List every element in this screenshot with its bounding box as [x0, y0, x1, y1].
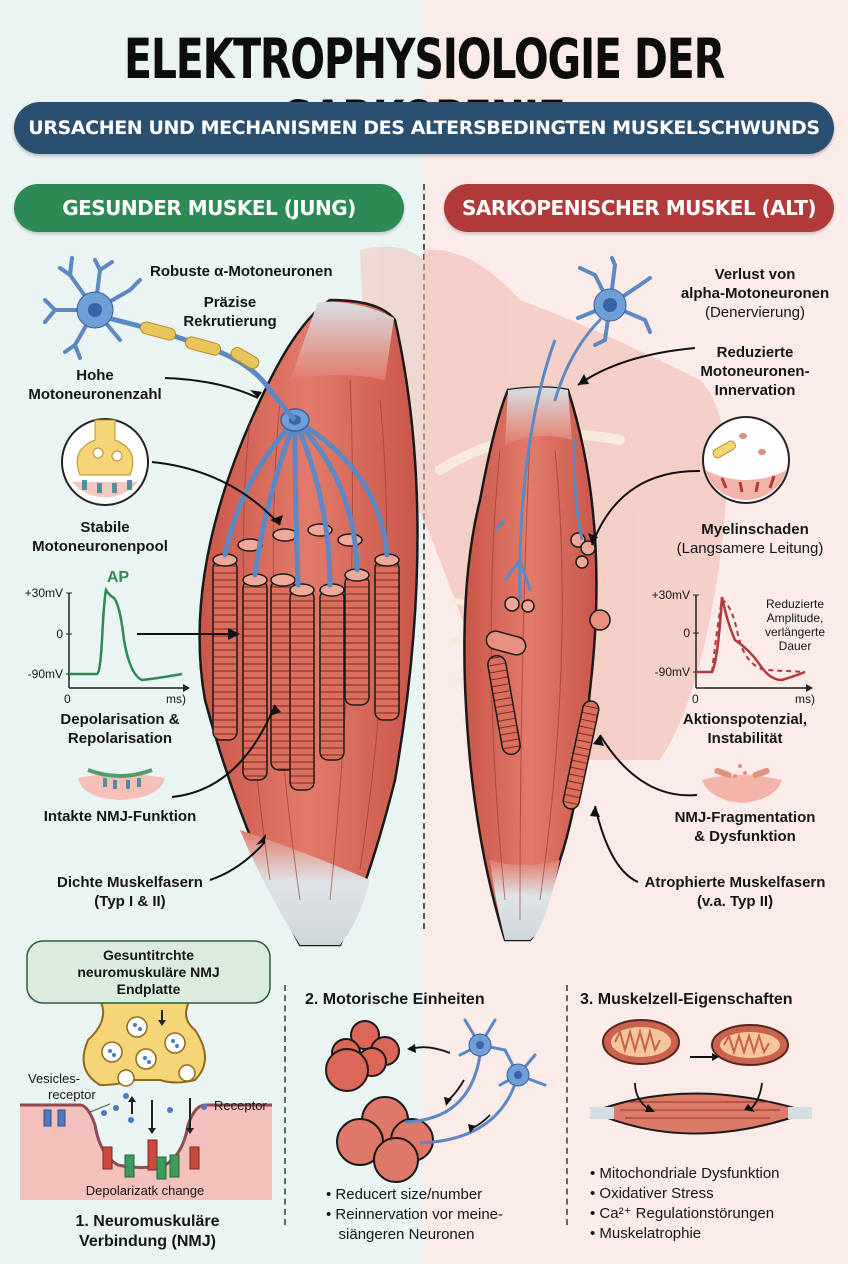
healthy-heading: GESUNDER MUSKEL (JUNG): [14, 184, 404, 232]
sarcopenic-muscle-icon: [463, 339, 611, 942]
label-reduced-3: Innervation: [714, 382, 796, 399]
label-intact-nmj: Intakte NMJ-Funktion: [43, 808, 197, 825]
muscle-cell-bullets: Mitochondriale Dysfunktion Oxidativer St…: [590, 1164, 840, 1244]
label-atrophy-2: (v.a. Typ II): [696, 893, 774, 910]
sarcopenic-ap-chart: [693, 594, 813, 692]
ap-note-2: Amplitude,: [766, 611, 824, 625]
label-myelin-1: Myelinschaden: [701, 521, 809, 538]
nmj-box-line-2: neuromuskuläre NMJ: [77, 964, 220, 980]
synapse-detail-icon: [61, 418, 149, 506]
label-loss-3: (Denervierung): [704, 304, 806, 321]
nmj-box-line-3: Endplatte: [116, 981, 181, 997]
sarcopenic-ap-y-bottom: -90mV: [654, 665, 690, 679]
muscle-cell-bullet: Mitochondriale Dysfunktion: [590, 1164, 840, 1184]
healthy-neuron-icon: [43, 256, 297, 422]
label-reduced-2: Motoneuronen-: [700, 363, 810, 380]
label-nmj-fragmentation-2: & Dysfunktion: [694, 828, 796, 845]
nmj-panel-title-2: Verbindung (NMJ): [79, 1233, 216, 1250]
motor-units-bullet: Reinnervation vor meine-: [326, 1205, 561, 1225]
label-dense-fibers-1: Dichte Muskelfasern: [57, 874, 203, 891]
label-reduced-1: Reduzierte: [716, 344, 794, 361]
motor-units-bullet: siängeren Neuronen: [338, 1226, 475, 1243]
intact-nmj-icon: [78, 768, 165, 800]
healthy-ap-x-start: 0: [64, 692, 71, 706]
sarcopenic-ap-y-top: +30mV: [651, 588, 690, 602]
panel-divider-1: [284, 985, 286, 1225]
nmj-depol-label: Depolarizatk change: [85, 1183, 205, 1198]
ap-note-3: verlängerte: [764, 625, 826, 639]
label-high-count-1: Hohe: [76, 367, 114, 384]
sarcopenic-neuron-icon: [553, 256, 652, 402]
nmj-panel-title-1: 1. Neuromuskuläre: [75, 1213, 220, 1230]
nmj-box-line-1: Gesuntitrchte: [102, 947, 194, 963]
motor-units-bullets: Reducert size/number Reinnervation vor m…: [326, 1185, 561, 1245]
label-atrophy-1: Atrophierte Muskelfasern: [644, 874, 826, 891]
label-ap-instability-1: Aktionspotenzial,: [682, 711, 808, 728]
healthy-ap-y-top: +30mV: [24, 586, 63, 600]
subtitle-banner: URSACHEN UND MECHANISMEN DES ALTERSBEDIN…: [14, 102, 834, 154]
label-high-count-2: Motoneuronenzahl: [28, 386, 162, 403]
label-precise-recruitment-2: Rekrutierung: [183, 313, 277, 330]
label-ap-instability-2: Instabilität: [707, 730, 783, 747]
label-nmj-fragmentation-1: NMJ-Fragmentation: [674, 809, 816, 826]
fragmented-nmj-icon: [702, 764, 782, 803]
motor-units-bullet: Reducert size/number: [326, 1185, 561, 1205]
panel-divider-2: [566, 985, 568, 1225]
label-stable-pool-2: Motoneuronenpool: [32, 538, 168, 555]
healthy-ap-y-mid: 0: [56, 627, 63, 641]
motor-units-title: 2. Motorische Einheiten: [305, 991, 485, 1008]
muscle-cell-bullet: Ca²⁺ Regulationstörungen: [590, 1204, 840, 1224]
label-loss-1: Verlust von: [714, 266, 796, 283]
muscle-fiber-icon: [590, 1092, 812, 1135]
ap-note-4: Dauer: [778, 639, 812, 653]
label-depol-2: Repolarisation: [67, 730, 173, 747]
sarcopenic-ap-x-end: ms): [795, 692, 815, 706]
healthy-ap-chart: [66, 586, 240, 692]
motor-units-illustration: [325, 1018, 547, 1183]
healthy-ap-y-bottom: -90mV: [27, 667, 63, 681]
sarcopenic-ap-x-start: 0: [692, 692, 699, 706]
nmj-panel-illustration: [20, 999, 272, 1200]
nmj-receptor-label: Receptor: [214, 1098, 267, 1113]
muscle-cell-title: 3. Muskelzell-Eigenschaften: [580, 991, 793, 1008]
ap-note-1: Reduzierte: [765, 597, 825, 611]
healthy-muscle-icon: [198, 298, 419, 947]
muscle-cell-illustration: [590, 1019, 812, 1135]
nmj-vesicles-label-1: Vesicles-: [28, 1071, 81, 1086]
label-robust-neurons: Robuste α-Motoneuronen: [150, 263, 333, 280]
label-loss-2: alpha-Motoneuronen: [680, 285, 830, 302]
sarcopenic-ap-trace: [696, 596, 806, 682]
sarcopenic-heading: SARKOPENISCHER MUSKEL (ALT): [444, 184, 834, 232]
sarcopenic-ap-y-mid: 0: [683, 626, 690, 640]
label-stable-pool-1: Stabile: [80, 519, 130, 536]
healthy-ap-trace: [69, 586, 183, 682]
label-depol-1: Depolarisation &: [60, 711, 180, 728]
muscle-cell-bullet: Muskelatrophie: [590, 1224, 840, 1244]
myelin-damage-icon: [702, 416, 790, 504]
muscle-cell-bullet: Oxidativer Stress: [590, 1184, 840, 1204]
label-myelin-2: (Langsamere Leitung): [676, 540, 824, 557]
center-divider: [423, 184, 425, 929]
ap-peak-label: AP: [106, 569, 130, 586]
label-dense-fibers-2: (Typ I & II): [94, 893, 166, 910]
nmj-label-box: [26, 940, 271, 1004]
label-precise-recruitment-1: Präzise: [203, 294, 257, 311]
nmj-vesicles-label-2: receptor: [48, 1087, 96, 1102]
healthy-ap-x-end: ms): [166, 692, 186, 706]
